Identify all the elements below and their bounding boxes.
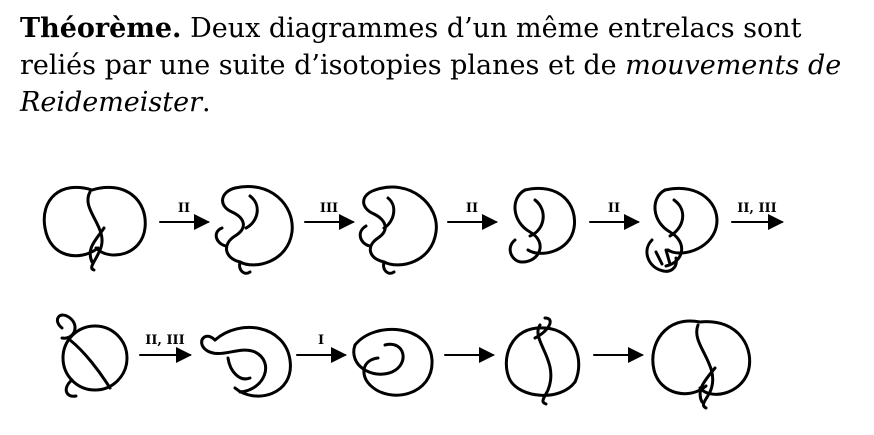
theorem-end: .: [202, 87, 211, 118]
move-label: II, III: [737, 201, 776, 216]
knot-diagram-9: [504, 316, 581, 406]
knot-diagram-8: [352, 327, 434, 397]
move-label: III: [320, 201, 338, 216]
move-label: II, III: [145, 333, 184, 348]
move-label: II: [178, 201, 190, 216]
theorem-term: mouvements de Reidemeister: [20, 50, 842, 118]
move-label: II: [608, 201, 620, 216]
knot-diagram-5: [645, 186, 719, 273]
move-arrow-row2-1: II, III: [139, 333, 192, 363]
theorem-label: Théorème.: [20, 13, 182, 44]
move-arrow-row1-4: II: [589, 201, 640, 230]
knot-diagram-2: [214, 185, 294, 275]
knot-diagram-4: [508, 186, 577, 264]
move-label: II: [466, 201, 478, 216]
knot-diagram-6: [56, 313, 129, 398]
theorem-text: Deux diagrammes d’un même entrelacs sont…: [20, 13, 802, 81]
move-arrow-row1-1: II: [159, 201, 210, 230]
theorem-statement: Théorème. Deux diagrammes d’un même entr…: [20, 10, 860, 121]
knot-diagram-7: [200, 325, 292, 398]
knot-diagram-1: [42, 185, 147, 272]
move-arrow-row1-3: II: [447, 201, 498, 230]
move-label: I: [318, 333, 324, 348]
move-arrow-row1-2: III: [304, 201, 355, 230]
knot-diagram-10: [651, 319, 752, 410]
move-arrow-row1-5: II, III: [731, 201, 784, 230]
knot-diagram-3: [358, 185, 438, 275]
move-arrow-row2-2: I: [296, 333, 347, 363]
